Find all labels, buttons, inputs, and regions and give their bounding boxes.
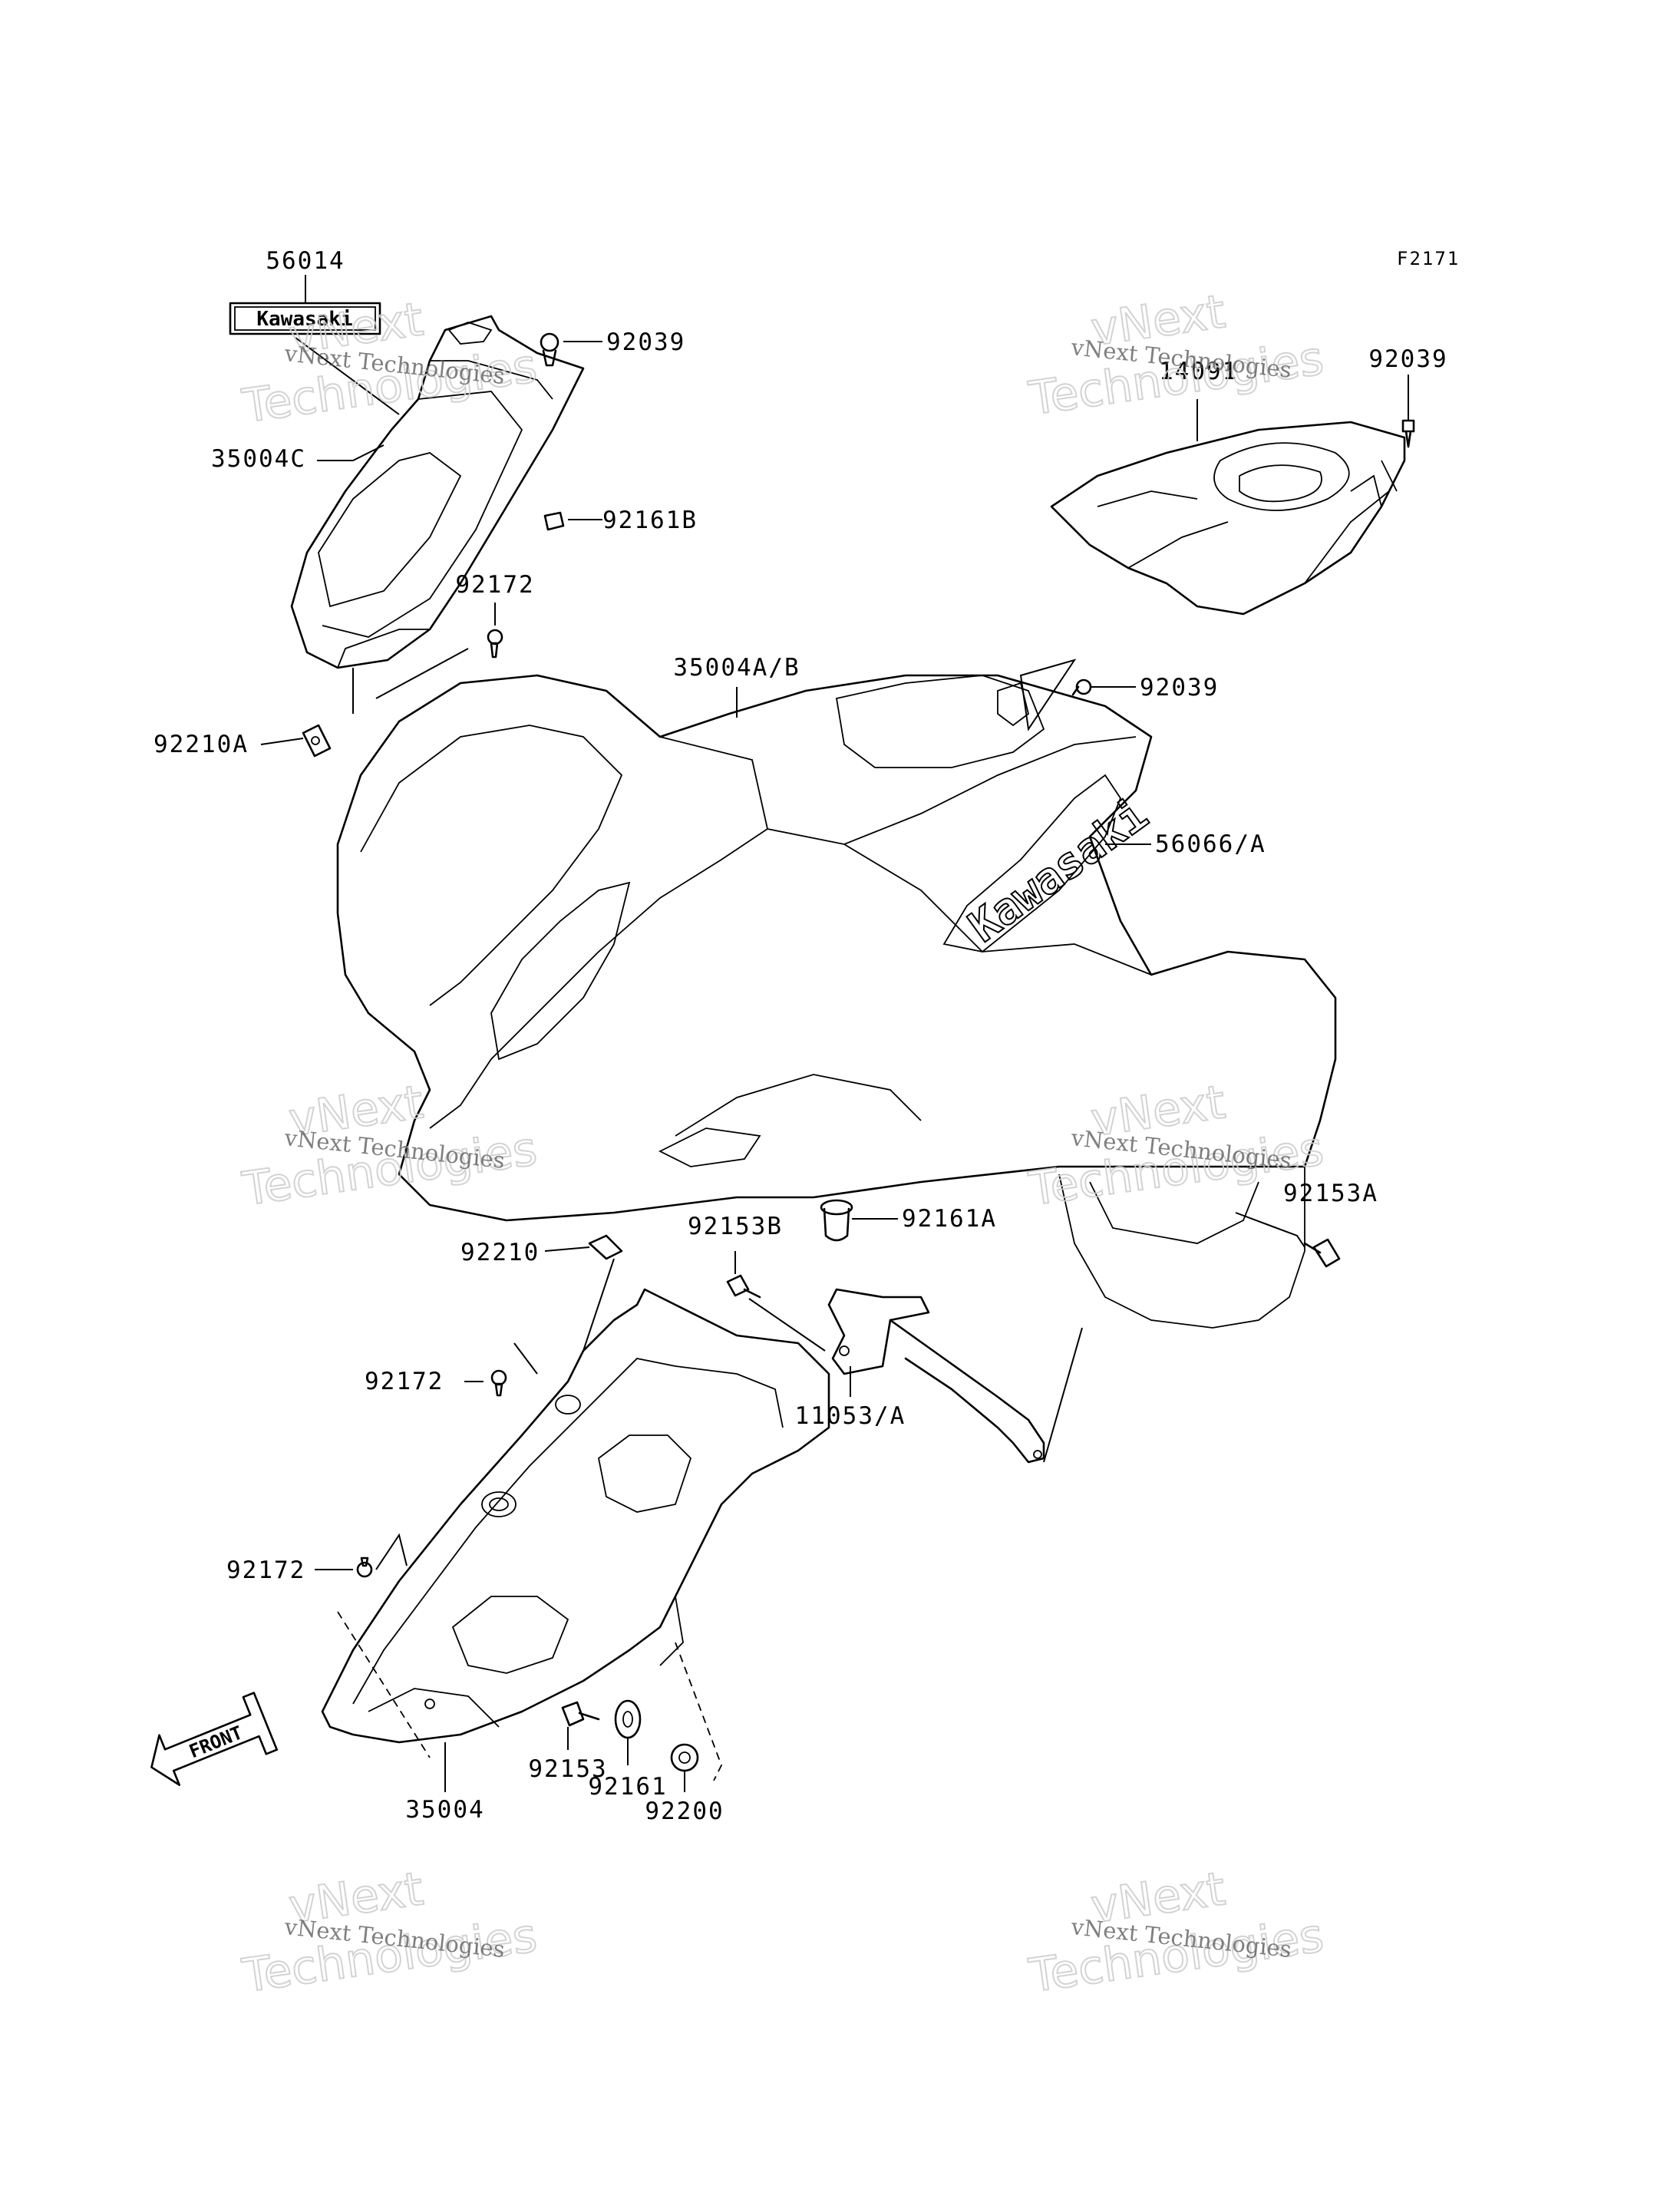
callout-92161a: 92161A xyxy=(902,1205,997,1233)
callout-92210a: 92210A xyxy=(153,731,249,758)
callout-labels: 56014 92039 35004C 92161B 92172 92210A 1… xyxy=(153,247,1447,1825)
hardware-92161a xyxy=(820,1199,853,1242)
part-11053a xyxy=(827,1288,1045,1464)
callout-56014: 56014 xyxy=(266,247,345,275)
watermark-top-right: vNext Technologies vNext Technologies xyxy=(1025,284,1327,427)
callout-14091: 14091 xyxy=(1159,358,1238,385)
hardware-92039-right xyxy=(1401,419,1415,448)
callout-92039-top: 92039 xyxy=(606,328,685,356)
emblem-text: Kawasaki xyxy=(256,308,352,331)
hardware-92172-lower xyxy=(356,1557,373,1578)
watermark-bottom-left: vNext Technologies vNext Technologies xyxy=(238,1861,540,2004)
callout-92161b: 92161B xyxy=(602,507,698,534)
callout-92172-upper: 92172 xyxy=(455,571,534,599)
part-35004ab: Kawasaki xyxy=(336,674,1337,1329)
emblem-56014: Kawasaki xyxy=(229,302,381,335)
callout-56066a: 56066/A xyxy=(1155,830,1266,858)
callout-92153: 92153 xyxy=(528,1755,607,1783)
callout-35004ab: 35004A/B xyxy=(673,654,800,682)
watermark-bottom-right: vNext Technologies vNext Technologies xyxy=(1025,1861,1327,2004)
callout-35004c: 35004C xyxy=(211,445,306,473)
watermark-mid-left: vNext Technologies vNext Technologies xyxy=(238,1075,540,1217)
callout-11053a: 11053/A xyxy=(795,1402,906,1430)
hardware-92210a xyxy=(302,724,332,758)
hardware-92161b xyxy=(543,511,565,531)
hardware-92172-upper xyxy=(487,629,503,659)
hardware-92039-center xyxy=(1071,678,1092,696)
callout-92200: 92200 xyxy=(645,1798,724,1825)
leader-lines xyxy=(260,275,1409,1792)
callout-92210: 92210 xyxy=(460,1239,540,1266)
figure-reference: F2171 xyxy=(1397,248,1460,269)
callout-92161: 92161 xyxy=(588,1773,667,1801)
callout-92153a: 92153A xyxy=(1283,1180,1378,1207)
front-arrow: FRONT xyxy=(150,1692,279,1786)
hardware-92210 xyxy=(588,1234,623,1260)
callout-92172-middle: 92172 xyxy=(365,1368,444,1395)
watermark-mid-right: vNext Technologies vNext Technologies xyxy=(1025,1075,1327,1217)
hardware-92161 xyxy=(614,1699,642,1739)
part-35004 xyxy=(321,1288,830,1744)
hardware-92200 xyxy=(670,1743,699,1772)
callout-92039-center: 92039 xyxy=(1140,674,1219,702)
hardware-92039-top xyxy=(540,332,559,367)
hardware-92153a xyxy=(1303,1238,1341,1268)
fender-logo-text: Kawasaki xyxy=(960,790,1157,952)
callout-92039-right: 92039 xyxy=(1368,345,1447,373)
part-35004c xyxy=(290,315,585,669)
hardware-92153 xyxy=(561,1701,600,1727)
callout-92153b: 92153B xyxy=(688,1213,783,1240)
callout-92172-lower: 92172 xyxy=(226,1557,305,1584)
hardware-92153b xyxy=(726,1274,761,1299)
part-14091 xyxy=(1050,421,1406,616)
callout-35004: 35004 xyxy=(405,1796,484,1824)
hardware-92172-middle xyxy=(490,1369,507,1397)
